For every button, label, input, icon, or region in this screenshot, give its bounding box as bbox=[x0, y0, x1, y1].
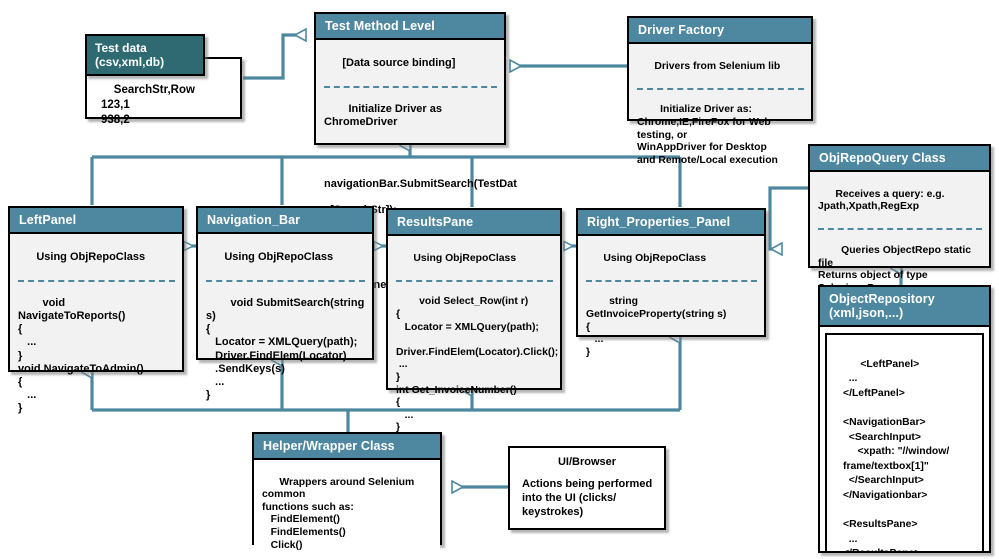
object-repository-box: ObjectRepository (xml,json,...) <LeftPan… bbox=[818, 285, 991, 553]
test-method-level-compartment1: [Data source binding] bbox=[342, 57, 456, 70]
right-properties-panel-body: Using ObjRepoClass string GetInvoiceProp… bbox=[578, 236, 764, 404]
left-panel-compartment2: void NavigateToReports() { ... } void Na… bbox=[18, 279, 175, 429]
results-pane-compartment2: void Select_Row(int r) { Locator = XMLQu… bbox=[396, 279, 558, 448]
test-method-level-box: Test Method Level [Data source binding] … bbox=[314, 12, 517, 291]
driver-factory-detail: Initialize Driver as: Chrome,IE,FireFox … bbox=[637, 104, 778, 166]
test-data-title: Test data (csv,xml,db) bbox=[95, 41, 165, 69]
test-data-header: Test data (csv,xml,db) bbox=[85, 34, 205, 76]
left-panel-box: LeftPanel Using ObjRepoClass void Naviga… bbox=[8, 206, 184, 414]
right-properties-panel-box: Right_Properties_Panel Using ObjRepoClas… bbox=[576, 208, 766, 358]
helper-wrapper-body: Wrappers around Selenium common function… bbox=[254, 460, 440, 559]
objrepoquery-title: ObjRepoQuery Class bbox=[819, 151, 946, 165]
navigation-bar-box: Navigation_Bar Using ObjRepoClass void S… bbox=[196, 206, 374, 401]
right-properties-panel-compartment2: string GetInvoiceProperty(string s) { ..… bbox=[586, 279, 757, 372]
objrepoquery-box: ObjRepoQuery Class Receives a query: e.g… bbox=[808, 144, 991, 294]
results-pane-header: ResultsPane bbox=[388, 210, 560, 236]
navigation-bar-body: Using ObjRepoClass void SubmitSearch(str… bbox=[198, 234, 372, 449]
left-panel-compartment1: Using ObjRepoClass bbox=[36, 251, 146, 264]
test-method-level-title: Test Method Level bbox=[325, 19, 435, 33]
objrepoquery-compartment1: Receives a query: e.g. Jpath,Xpath,RegEx… bbox=[818, 188, 945, 213]
wire-testdata-to-testmethod bbox=[243, 35, 306, 80]
object-repository-header: ObjectRepository (xml,json,...) bbox=[820, 287, 989, 327]
wire-objrepoquery-to-rightpanel bbox=[768, 186, 808, 249]
results-pane-methods: void Select_Row(int r) { Locator = XMLQu… bbox=[396, 296, 559, 434]
navigation-bar-header: Navigation_Bar bbox=[198, 208, 372, 234]
ui-browser-title: UI/Browser bbox=[557, 456, 617, 468]
helper-wrapper-box: Helper/Wrapper Class Wrappers around Sel… bbox=[252, 432, 442, 559]
driver-factory-box: Driver Factory Drivers from Selenium lib… bbox=[627, 16, 813, 166]
object-repository-title: ObjectRepository (xml,json,...) bbox=[829, 292, 935, 320]
driver-factory-body: Drivers from Selenium lib Initialize Dri… bbox=[629, 44, 811, 212]
test-data-lines: SearchStr,Row 123,1 938,2 bbox=[101, 84, 195, 126]
object-repository-listing: <LeftPanel> ... </LeftPanel> <Navigation… bbox=[825, 333, 984, 553]
driver-factory-compartment2: Initialize Driver as: Chrome,IE,FireFox … bbox=[637, 87, 804, 180]
results-pane-box: ResultsPane Using ObjRepoClass void Sele… bbox=[386, 208, 562, 433]
right-properties-panel-title: Right_Properties_Panel bbox=[587, 215, 731, 229]
right-properties-panel-methods: string GetInvoiceProperty(string s) { ..… bbox=[586, 296, 727, 358]
tml-line-submit-1: navigationBar.SubmitSearch(TestDat bbox=[324, 177, 517, 190]
navigation-bar-methods: void SubmitSearch(string s) { Locator = … bbox=[206, 296, 365, 402]
left-panel-header: LeftPanel bbox=[10, 208, 182, 234]
object-repository-xml: <LeftPanel> ... </LeftPanel> <Navigation… bbox=[843, 358, 950, 551]
left-panel-methods: void NavigateToReports() { ... } void Na… bbox=[18, 296, 144, 415]
results-pane-title: ResultsPane bbox=[397, 215, 474, 229]
test-method-level-header: Test Method Level bbox=[316, 14, 504, 40]
navigation-bar-compartment1: Using ObjRepoClass bbox=[224, 251, 334, 264]
navigation-bar-title: Navigation_Bar bbox=[207, 213, 301, 227]
spacer bbox=[324, 142, 497, 151]
objrepoquery-header: ObjRepoQuery Class bbox=[810, 146, 989, 172]
helper-wrapper-detail: Wrappers around Selenium common function… bbox=[262, 476, 415, 551]
right-properties-panel-header: Right_Properties_Panel bbox=[578, 210, 764, 236]
driver-factory-header: Driver Factory bbox=[629, 18, 811, 44]
helper-wrapper-header: Helper/Wrapper Class bbox=[254, 434, 440, 460]
driver-factory-compartment1: Drivers from Selenium lib bbox=[654, 60, 781, 72]
left-panel-body: Using ObjRepoClass void NavigateToReport… bbox=[10, 234, 182, 462]
left-panel-title: LeftPanel bbox=[19, 213, 77, 227]
helper-wrapper-title: Helper/Wrapper Class bbox=[263, 439, 395, 453]
navigation-bar-compartment2: void SubmitSearch(string s) { Locator = … bbox=[206, 279, 365, 416]
ui-browser-body: Actions being performed into the UI (cli… bbox=[522, 478, 653, 518]
right-properties-panel-compartment1: Using ObjRepoClass bbox=[603, 252, 707, 264]
driver-factory-title: Driver Factory bbox=[638, 23, 725, 37]
tml-line-init: Initialize Driver as ChromeDriver bbox=[324, 102, 446, 129]
results-pane-compartment1: Using ObjRepoClass bbox=[413, 252, 517, 264]
ui-browser-box: UI/Browser Actions being performed into … bbox=[508, 446, 666, 530]
